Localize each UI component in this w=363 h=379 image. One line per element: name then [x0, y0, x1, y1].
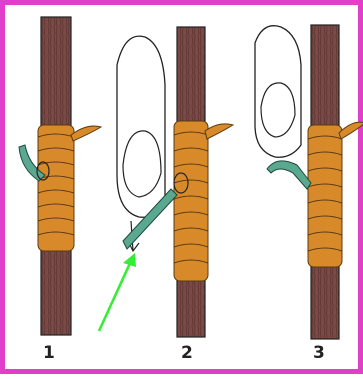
step-label-2: 2 [181, 343, 193, 363]
twine-wrap-1 [38, 125, 101, 251]
indicator-arrow [99, 253, 136, 331]
finger-2 [117, 36, 165, 217]
finger-3 [255, 26, 301, 158]
stage-1-drawing [19, 17, 101, 335]
step-label-3: 3 [313, 343, 325, 363]
grafting-steps-illustration [5, 5, 363, 379]
scion-3 [267, 161, 311, 189]
step-label-1: 1 [43, 343, 55, 363]
stage-3-drawing [255, 25, 363, 339]
twine-wrap-2 [174, 121, 233, 281]
stage-2-drawing [99, 27, 233, 337]
twine-wrap-3 [308, 122, 363, 267]
